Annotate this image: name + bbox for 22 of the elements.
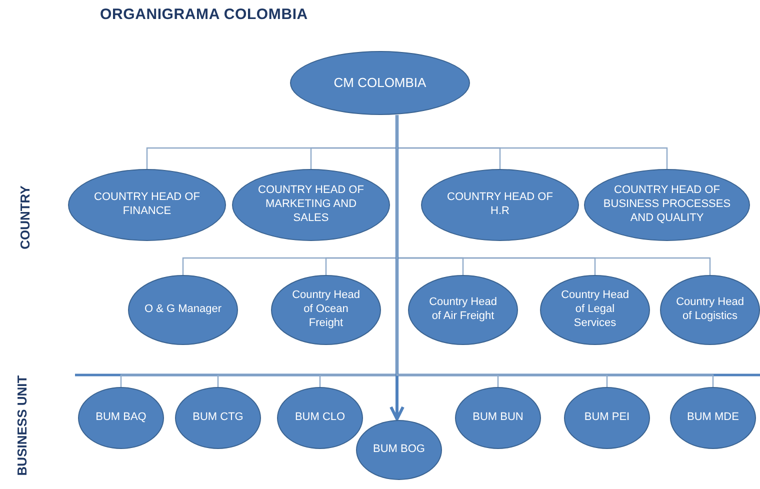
node-label: O & G Manager xyxy=(144,303,222,317)
node-label: CM COLOMBIA xyxy=(334,74,426,92)
arrow xyxy=(390,115,404,420)
node-label: COUNTRY HEAD OF FINANCE xyxy=(93,191,201,219)
node-label: BUM CLO xyxy=(294,411,346,425)
node-label: COUNTRY HEAD OF MARKETING AND SALES xyxy=(257,184,365,226)
node-label: Country Head of Air Freight xyxy=(429,296,497,324)
node-label: Country Head of Legal Services xyxy=(560,289,630,331)
node-label: BUM BAQ xyxy=(96,411,146,425)
axis-label: BUSINESS UNIT xyxy=(14,374,30,478)
node-label: BUM BOG xyxy=(373,443,425,457)
node-label: BUM MDE xyxy=(687,411,739,425)
connector-line xyxy=(396,115,714,387)
node-label: BUM PEI xyxy=(584,411,630,425)
node-label: BUM BUN xyxy=(472,411,524,425)
chart-title: ORGANIGRAMA COLOMBIA xyxy=(100,6,308,23)
node-label: COUNTRY HEAD OF H.R xyxy=(446,191,554,219)
node-label: Country Head of Ocean Freight xyxy=(291,289,361,331)
node-label: BUM CTG xyxy=(192,411,244,425)
axis-label: COUNTRY xyxy=(18,184,32,252)
node-label: COUNTRY HEAD OF BUSINESS PROCESSES AND QUALITY xyxy=(602,184,732,226)
node-label: Country Head of Logistics xyxy=(675,296,745,324)
